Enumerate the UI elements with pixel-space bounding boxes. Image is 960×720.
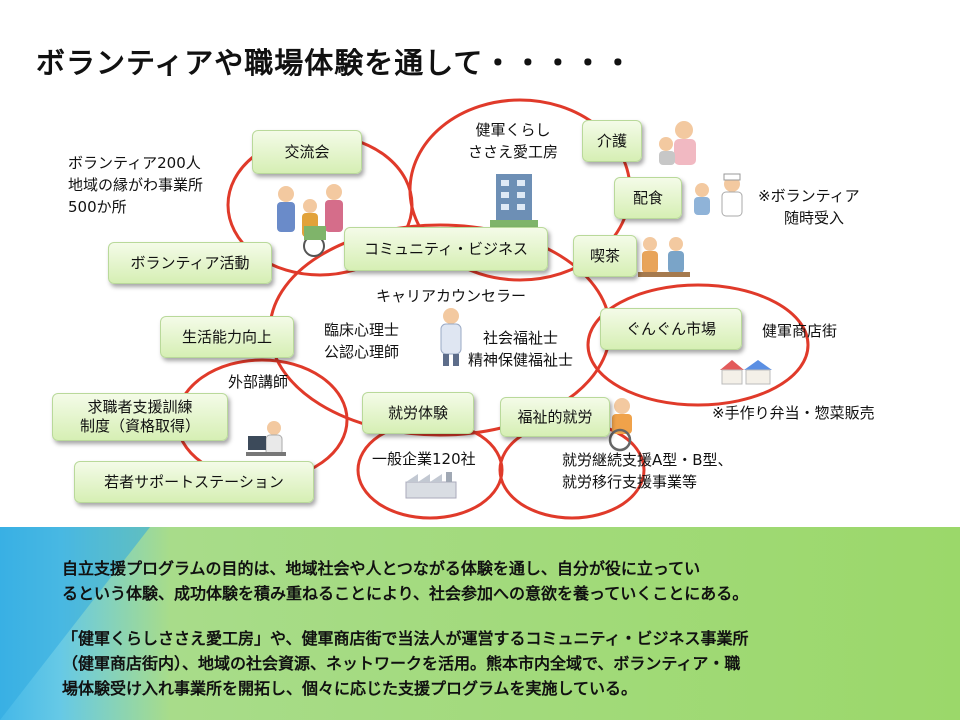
summary-banner: 自立支援プログラムの目的は、地域社会や人とつながる体験を通し、自分が役に立ってい…: [0, 527, 960, 720]
activity-paragraph: 「健軍くらしささえ愛工房」や、健軍商店街で当法人が運営するコミュニティ・ビジネス…: [62, 629, 749, 698]
kaigo-box: 介護: [582, 120, 642, 162]
purpose-paragraph: 自立支援プログラムの目的は、地域社会や人とつながる体験を通し、自分が役に立ってい…: [62, 559, 749, 603]
kissa-box: 喫茶: [573, 235, 637, 277]
haishoku-box: 配食: [614, 177, 682, 219]
gungun-box: ぐんぐん市場: [600, 308, 742, 350]
tezukuri-label: ※手作り弁当・惣菜販売: [712, 404, 875, 422]
page-title: ボランティアや職場体験を通して・・・・・: [36, 46, 634, 80]
volunteer-label: ボランティア200人 地域の縁がわ事業所 500か所: [68, 154, 204, 216]
care-illustration-icon: [659, 121, 696, 165]
wheelchair-illustration-icon: [608, 398, 632, 452]
ring-shotengai: [586, 283, 810, 407]
counselor-illustration-icon: [440, 308, 462, 366]
kengun-label: 健軍くらし ささえ愛工房: [468, 121, 559, 161]
wakamono-box: 若者サポートステーション: [74, 461, 314, 503]
building-illustration-icon: [490, 174, 538, 228]
koryukai-box: 交流会: [252, 130, 362, 174]
family-illustration-icon: [277, 184, 343, 257]
seikatsu-box: 生活能力向上: [160, 316, 294, 358]
ippan-label: 一般企業120社: [372, 450, 476, 468]
rinsho-label: 臨床心理士 公認心理師: [324, 321, 400, 361]
community-business-box: コミュニティ・ビジネス: [344, 227, 548, 271]
shuro-taiken-box: 就労体験: [362, 392, 474, 434]
shakai-label: 社会福祉士 精神保健福祉士: [468, 329, 574, 369]
kyushoku-line2: 制度（資格取得）: [79, 417, 200, 435]
volunteer-katsudo-box: ボランティア活動: [108, 242, 272, 284]
gaibu-label: 外部講師: [228, 373, 289, 391]
cafe-illustration-icon: [638, 237, 690, 277]
shotengai-label: 健軍商店街: [762, 322, 838, 340]
volunteer-note-label: ※ボランティア 随時受入: [758, 187, 860, 227]
computer-user-illustration-icon: [246, 421, 286, 456]
cook-illustration-icon: [694, 173, 743, 217]
kyushoku-line1: 求職者支援訓練: [87, 397, 193, 416]
career-label: キャリアカウンセラー: [376, 287, 527, 305]
banner-wedge: [0, 527, 150, 720]
factory-illustration-icon: [405, 472, 457, 499]
keizoku-label: 就労継続支援A型・B型、 就労移行支援事業等: [562, 451, 733, 491]
kyushoku-box: 求職者支援訓練 制度（資格取得）: [52, 393, 228, 441]
shop-illustration-icon: [720, 360, 772, 385]
fukushi-shuro-box: 福祉的就労: [500, 397, 610, 437]
